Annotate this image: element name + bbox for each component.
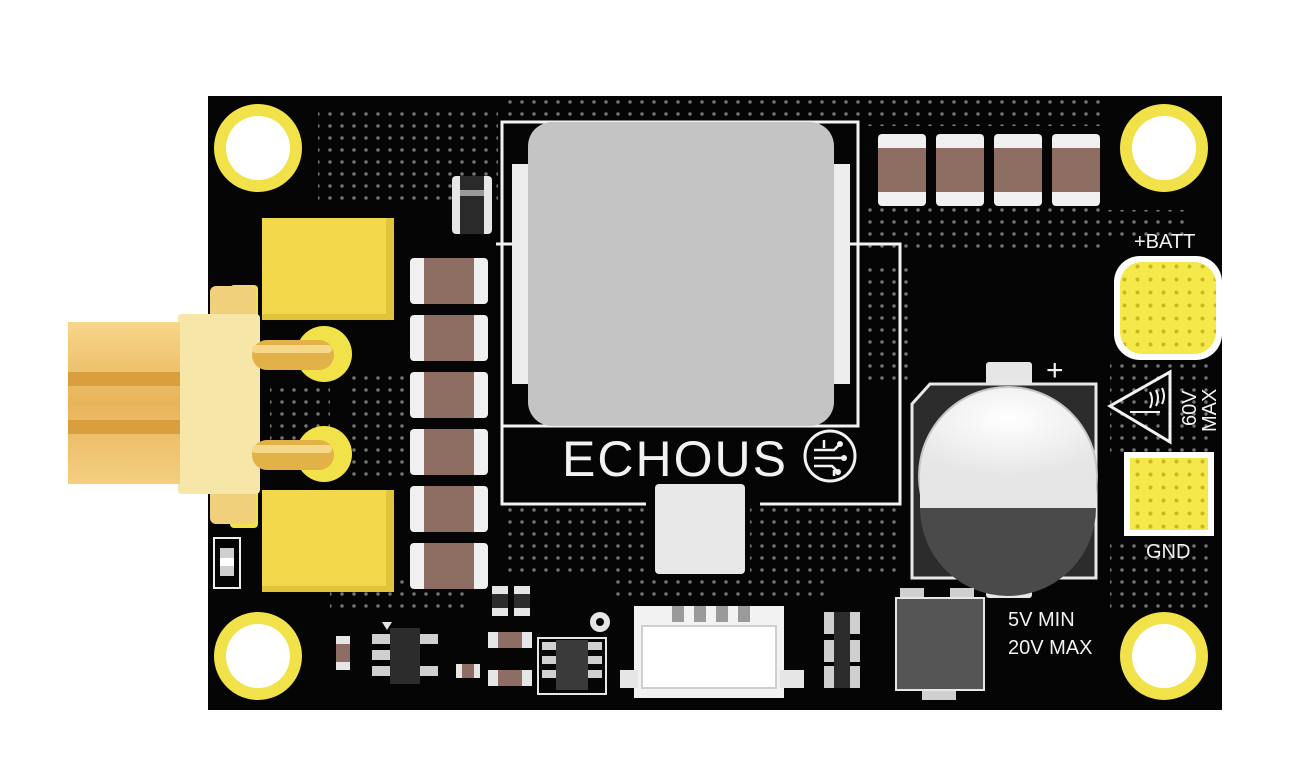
capacitor-column bbox=[410, 258, 488, 589]
capacitor-row bbox=[878, 134, 1100, 206]
sma-connector bbox=[68, 286, 352, 524]
via-field bbox=[270, 96, 1210, 610]
cap-polarity-mark: + bbox=[1046, 354, 1064, 387]
circuit-circle-icon bbox=[803, 429, 857, 483]
voltage-max-label: 60V bbox=[1179, 390, 1201, 426]
gnd-label: GND bbox=[1146, 541, 1190, 563]
max-word-label: MAX bbox=[1199, 389, 1221, 432]
min-input-label: 5V MIN bbox=[1008, 609, 1075, 631]
brand-logo-text: ECHOUS bbox=[562, 431, 788, 487]
hot-surface-warning-icon bbox=[1107, 369, 1172, 445]
connector-pads bbox=[230, 218, 394, 592]
smd-led bbox=[213, 537, 241, 589]
mounting-holes bbox=[214, 104, 1208, 700]
electrolytic-capacitor bbox=[910, 362, 1098, 598]
ic-square bbox=[655, 484, 745, 574]
inductor bbox=[496, 120, 902, 506]
smd-diode bbox=[452, 176, 492, 234]
max-input-label: 20V MAX bbox=[1008, 637, 1092, 659]
batt-positive-label: +BATT bbox=[1134, 231, 1195, 253]
small-components bbox=[336, 586, 985, 700]
